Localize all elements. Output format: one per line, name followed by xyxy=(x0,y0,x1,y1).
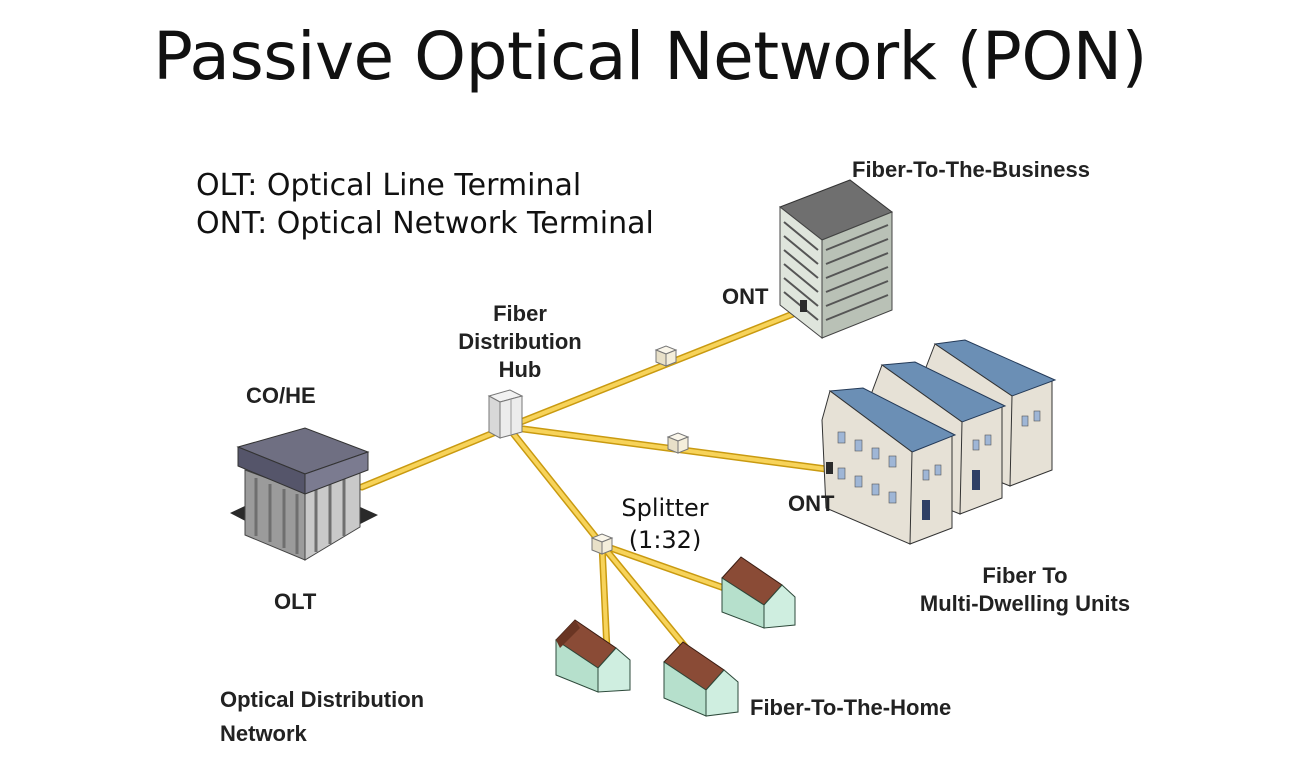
olt-building-icon xyxy=(230,427,378,561)
label-odn-line-2: Network xyxy=(220,721,307,746)
mdu-building-icon xyxy=(821,339,1057,545)
label-hub-line-2: Distribution xyxy=(458,329,582,354)
label-splitter-line-2: (1:32) xyxy=(628,526,702,554)
splice-box-icon xyxy=(654,345,678,367)
page-title: Passive Optical Network (PON) xyxy=(153,18,1147,95)
splitter-box-icon xyxy=(590,533,614,555)
label-fiber-to-the-home: Fiber-To-The-Home xyxy=(750,695,952,720)
splice-box-icon xyxy=(666,432,690,454)
label-hub-line-3: Hub xyxy=(498,357,542,382)
label-odn-line-1: Optical Distribution xyxy=(220,687,425,712)
distribution-hub-icon xyxy=(487,389,524,439)
label-fiber-to-the-business: Fiber-To-The-Business xyxy=(852,157,1090,182)
home-icon xyxy=(555,619,631,693)
legend-ont: ONT: Optical Network Terminal xyxy=(196,206,654,241)
business-building-icon xyxy=(778,179,894,340)
legend-olt: OLT: Optical Line Terminal xyxy=(196,168,582,203)
label-mdu-line-1: Fiber To xyxy=(982,563,1068,588)
label-olt: OLT xyxy=(274,589,317,614)
home-icon xyxy=(721,556,796,629)
label-mdu-line-2: Multi-Dwelling Units xyxy=(919,591,1131,616)
label-hub-line-1: Fiber xyxy=(493,301,547,326)
label-ont-business: ONT xyxy=(722,284,769,309)
home-icon xyxy=(663,641,739,717)
label-co-he: CO/HE xyxy=(246,383,316,408)
label-splitter-line-1: Splitter xyxy=(621,494,709,522)
label-splitter: Splitter (1:32) xyxy=(610,492,720,556)
label-ont-mdu: ONT xyxy=(788,491,835,516)
